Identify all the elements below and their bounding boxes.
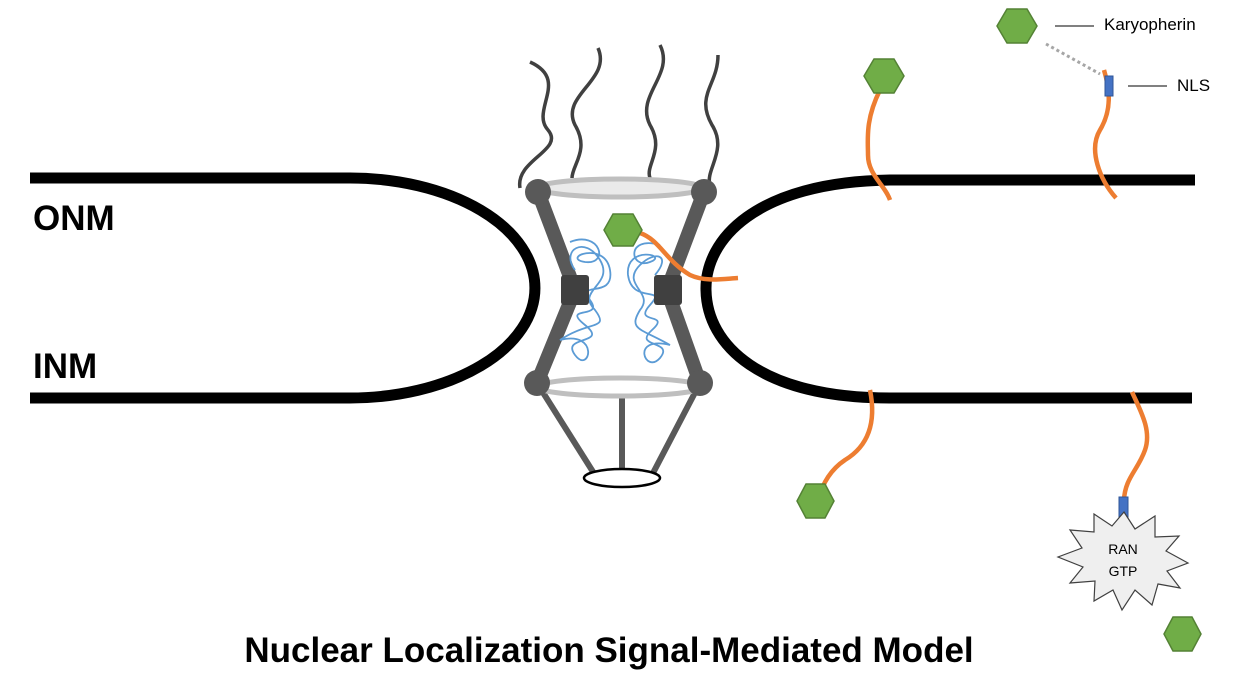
cargo-chain-in-pore	[639, 230, 739, 282]
scaffold-spoke	[660, 185, 711, 297]
basket-strut	[649, 381, 703, 477]
cytoplasmic-filaments	[518, 44, 720, 189]
karyopherin-hexagon-in-pore	[603, 213, 643, 247]
cytoplasmic-filament	[518, 60, 554, 189]
cargo-chain-ran	[1121, 391, 1150, 501]
nls-marker-top	[1104, 75, 1114, 97]
cargo-chain-cytoplasm	[865, 88, 893, 201]
nuclear-basket	[534, 381, 703, 489]
ran-gtp-starburst	[1056, 510, 1190, 612]
karyopherin-hexagon-cytoplasm	[863, 58, 905, 94]
scaffold-joint	[524, 370, 550, 396]
left-nuclear-envelope	[30, 172, 541, 404]
scaffold-spoke	[530, 283, 582, 390]
cytoplasmic-ring	[535, 176, 705, 200]
scaffold-spoke	[660, 283, 707, 390]
fg-repeat-tangle-left	[559, 238, 612, 362]
scaffold-block-left	[561, 275, 589, 305]
onm-label: ONM	[33, 199, 115, 238]
cytoplasmic-filament	[704, 54, 720, 186]
right-nuclear-envelope	[700, 174, 1195, 404]
fg-repeat-tangle-right	[627, 242, 671, 364]
fg-repeats	[559, 238, 671, 364]
scaffold-joint	[687, 370, 713, 396]
basket-distal-ring	[582, 467, 662, 489]
karyopherin-legend-hexagon	[996, 8, 1038, 44]
scaffold-joint	[691, 179, 717, 205]
karyopherin-label: Karyopherin	[1104, 15, 1196, 34]
inm-label: INM	[33, 347, 97, 386]
pore-scaffold	[530, 185, 711, 390]
scaffold-joints	[524, 179, 717, 396]
basket-strut	[534, 381, 598, 477]
diagram-title: Nuclear Localization Signal-Mediated Mod…	[244, 631, 973, 670]
cytoplasmic-filament	[570, 47, 602, 179]
cytoplasmic-filament	[644, 44, 666, 179]
scaffold-block-right	[654, 275, 682, 305]
scaffold-spoke	[531, 185, 582, 297]
scaffold-joint	[525, 179, 551, 205]
karyopherin-binding-dotted-line	[1045, 42, 1101, 76]
karyopherin-hexagon-nucleoplasm	[796, 483, 835, 519]
nuclear-ring	[535, 375, 705, 399]
karyopherin-hexagon-released	[1163, 616, 1202, 652]
gtp-label: GTP	[1109, 563, 1138, 579]
nls-label: NLS	[1177, 76, 1210, 95]
cargo-chain-nucleoplasm	[815, 389, 875, 501]
ran-label: RAN	[1108, 541, 1138, 557]
